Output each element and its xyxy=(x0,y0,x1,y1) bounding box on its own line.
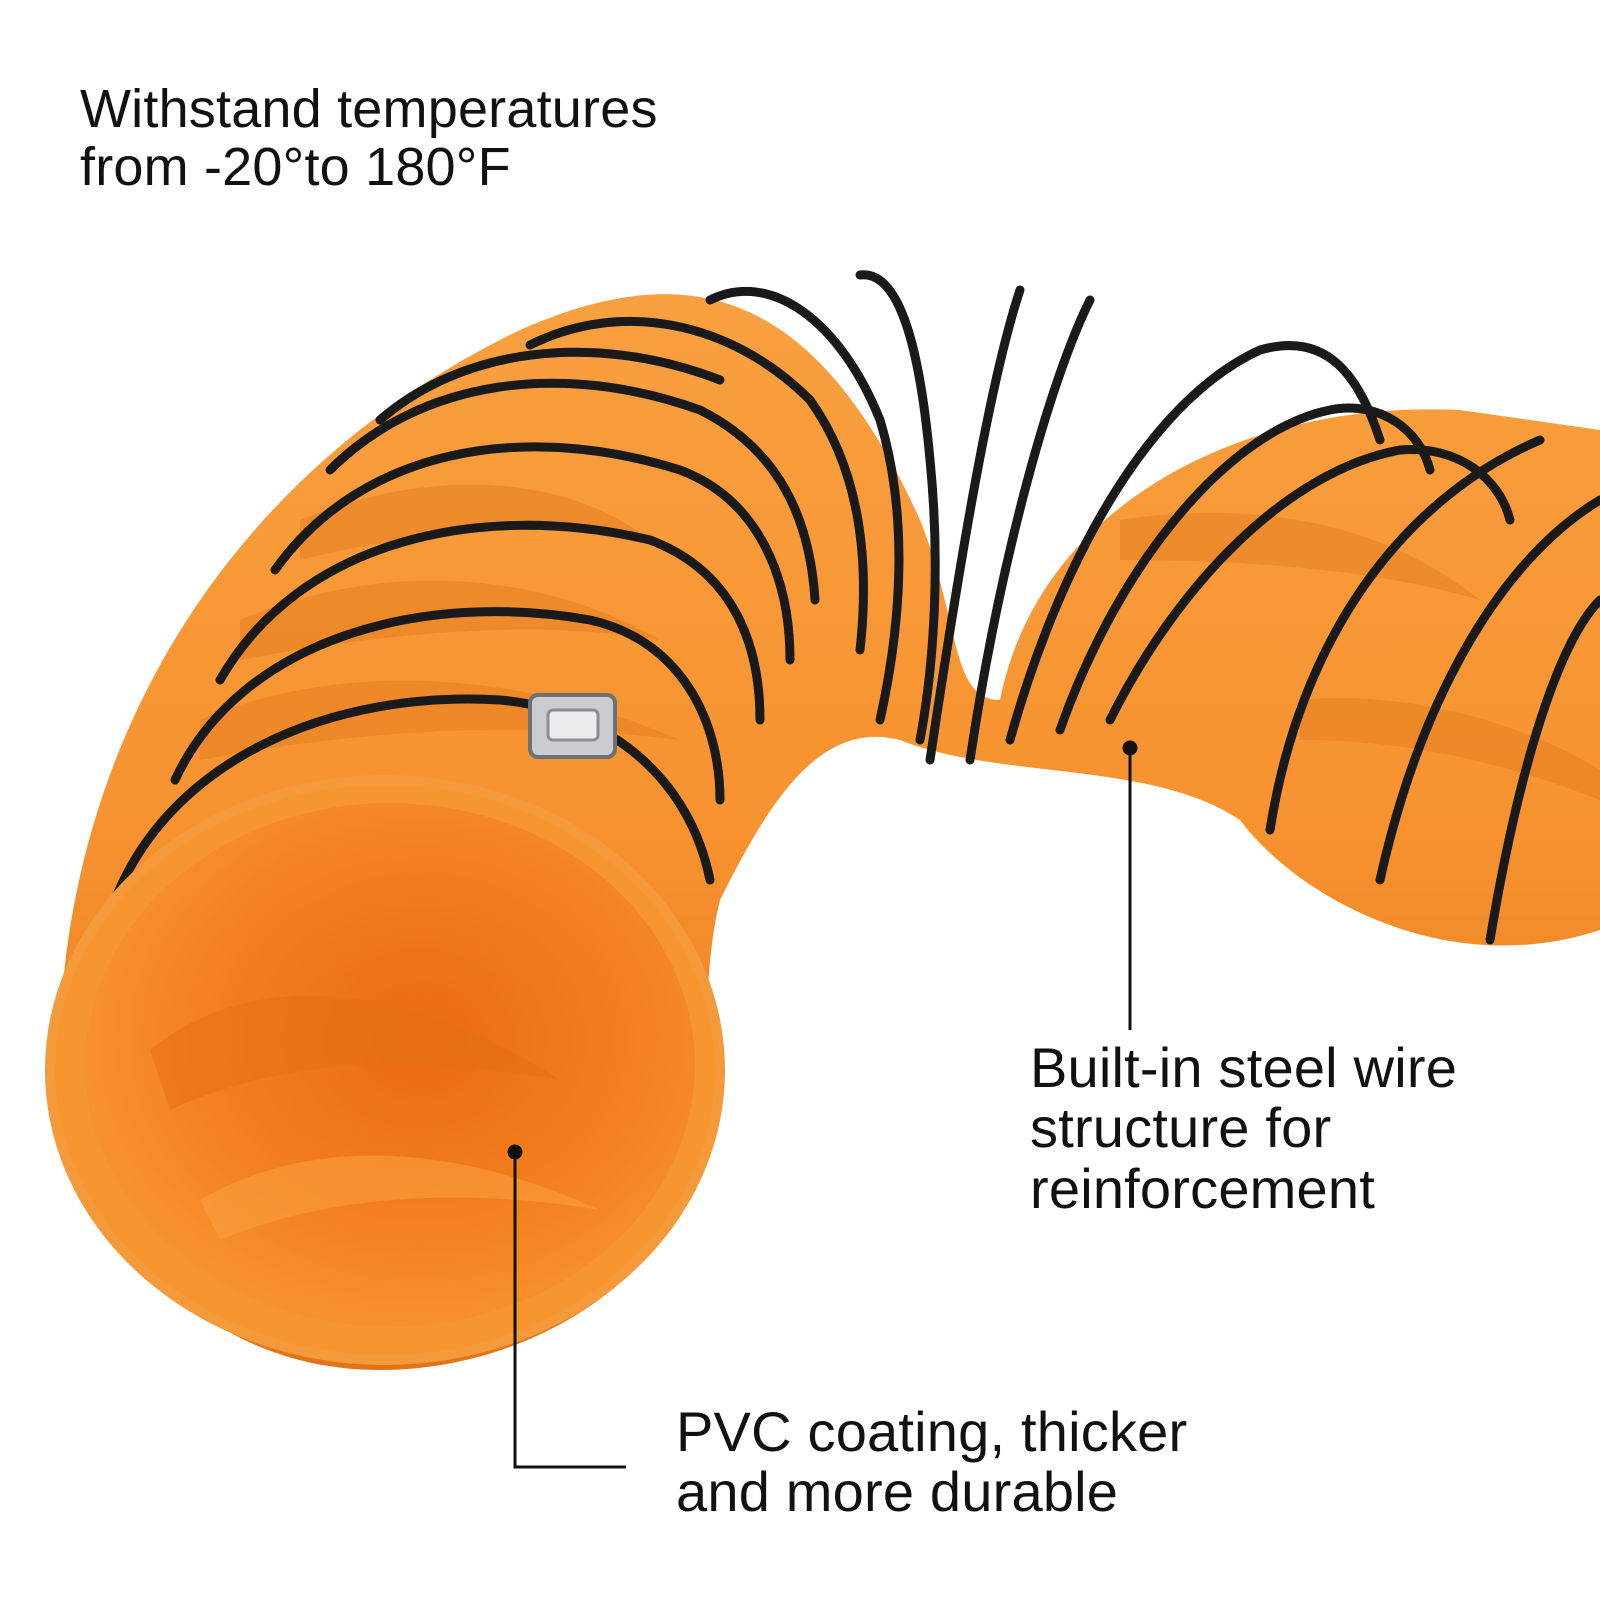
steel-wire-caption-line-1: Built-in steel wire xyxy=(1030,1036,1458,1099)
pvc-caption-line-1: PVC coating, thicker xyxy=(676,1400,1188,1463)
pvc-callout-dot xyxy=(507,1144,523,1160)
temperature-caption-line-2: from -20°to 180°F xyxy=(80,137,511,198)
steel-wire-caption-line-2: structure for xyxy=(1030,1096,1332,1160)
pvc-callout-line xyxy=(513,1152,626,1469)
temperature-caption-line-1: Withstand temperatures xyxy=(80,79,658,139)
duct-opening xyxy=(45,775,725,1365)
temperature-caption: Withstand temperatures from -20°to 180°F xyxy=(80,80,658,197)
callout-lines xyxy=(507,740,1138,1469)
steel-wire-rings xyxy=(110,270,1600,945)
steel-wire-caption: Built-in steel wire structure for reinfo… xyxy=(1030,1036,1458,1220)
steel-wire-callout-dot xyxy=(1122,740,1138,756)
pvc-caption-line-2: and more durable xyxy=(676,1460,1119,1524)
pvc-caption: PVC coating, thicker and more durable xyxy=(676,1400,1188,1524)
flexible-duct-hose xyxy=(45,270,1600,1370)
steel-wire-caption-line-3: reinforcement xyxy=(1030,1156,1375,1220)
metal-buckle xyxy=(528,693,617,759)
